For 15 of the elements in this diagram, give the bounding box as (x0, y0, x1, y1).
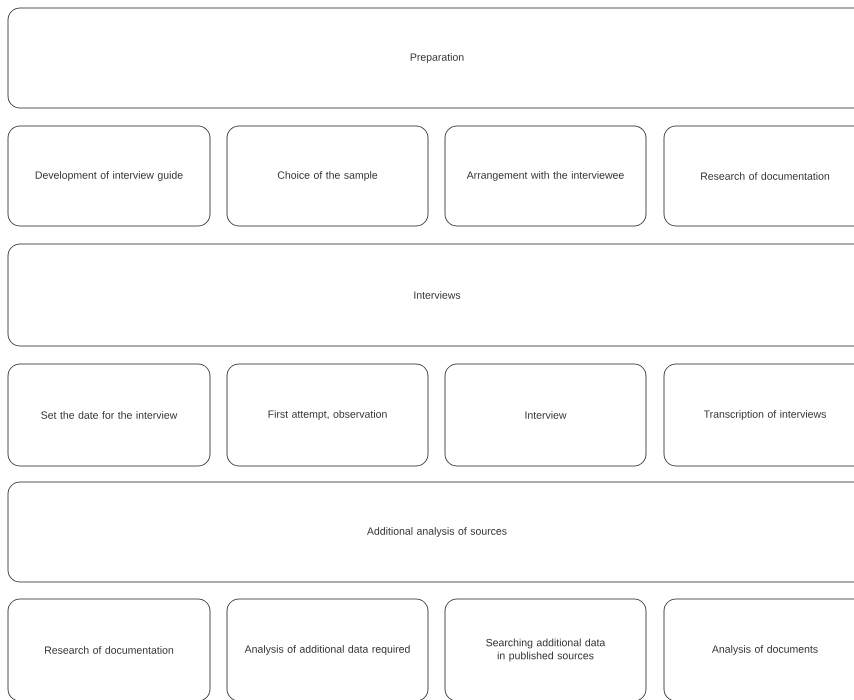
step-box: Transcription of interviews (664, 364, 854, 466)
band-box: Preparation (8, 8, 854, 108)
step-box: Choice of the sample (226, 126, 428, 226)
band-box: Interviews (8, 244, 854, 346)
step-box: Interview (444, 364, 646, 466)
band-box: Additional analysis of sources (8, 482, 854, 582)
step-box: Analysis of documents (664, 598, 854, 700)
step-box: Analysis of additional data required (226, 598, 428, 700)
step-box: Arrangement with the interviewee (444, 126, 646, 226)
step-box: Set the date for the interview (8, 364, 210, 466)
step-box: Development of interview guide (8, 126, 210, 226)
step-box: Searching additional data in published sources (444, 598, 646, 700)
step-box: First attempt, observation (226, 364, 428, 466)
step-box: Research of documentation (664, 126, 854, 226)
step-box: Research of documentation (8, 598, 210, 700)
